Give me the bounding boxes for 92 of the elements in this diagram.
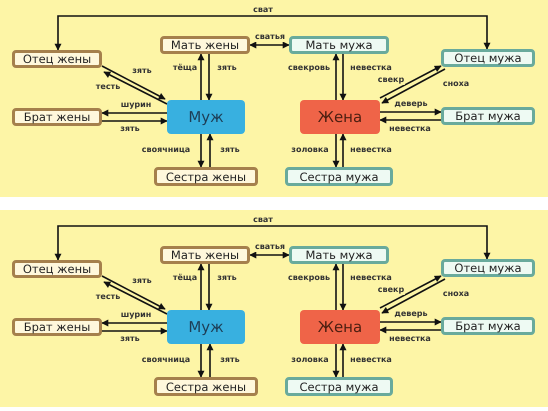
edge-label: невестка bbox=[349, 145, 393, 155]
relative-box: Мать мужа bbox=[289, 36, 389, 54]
arrow bbox=[379, 326, 441, 334]
relative-box: Брат жены bbox=[12, 108, 102, 126]
person-box: Жена bbox=[300, 310, 380, 344]
arrow bbox=[332, 263, 340, 310]
arrow bbox=[379, 116, 441, 124]
arrow bbox=[101, 320, 167, 326]
edge-label: зять bbox=[216, 273, 238, 283]
relative-box: Сестра мужа bbox=[285, 167, 393, 186]
edge-label: тесть bbox=[94, 82, 122, 92]
edge-label: зять bbox=[219, 355, 241, 365]
arrow bbox=[332, 53, 340, 100]
edge-label: своячница bbox=[140, 355, 192, 365]
arrow bbox=[340, 54, 346, 101]
arrow bbox=[206, 133, 214, 167]
arrow bbox=[206, 343, 214, 377]
arrow bbox=[380, 318, 442, 326]
arrow bbox=[340, 343, 346, 377]
edge-label: золовка bbox=[290, 145, 330, 155]
edge-label: зять bbox=[216, 63, 238, 73]
edge-label: сватья bbox=[254, 32, 286, 42]
edge-label: свекровь bbox=[287, 63, 331, 73]
edge-label: зять bbox=[131, 66, 153, 76]
edge-label: зять bbox=[119, 334, 141, 344]
relative-box: Брат мужа bbox=[441, 107, 535, 125]
relative-box: Отец жены bbox=[12, 260, 102, 278]
arrow bbox=[102, 118, 168, 124]
arrow bbox=[206, 54, 212, 101]
relative-box: Отец мужа bbox=[441, 259, 535, 277]
arrow bbox=[102, 65, 166, 100]
relative-box: Сестра жены bbox=[154, 377, 258, 396]
arrow bbox=[198, 263, 204, 310]
edge-label: тёща bbox=[172, 273, 198, 283]
relative-box: Мать жены bbox=[160, 36, 250, 54]
edge-label: невестка bbox=[349, 273, 393, 283]
arrow bbox=[381, 278, 446, 314]
edge-label: тесть bbox=[94, 292, 122, 302]
arrow bbox=[380, 275, 442, 309]
edge-label: шурин bbox=[120, 100, 152, 110]
relative-box: Брат мужа bbox=[441, 317, 535, 335]
arrow bbox=[102, 328, 168, 334]
arrow bbox=[198, 53, 204, 100]
edge-label: золовка bbox=[290, 355, 330, 365]
arrow bbox=[340, 133, 346, 167]
edge-label: деверь bbox=[393, 99, 429, 109]
edge-label: тёща bbox=[172, 63, 198, 73]
arrow bbox=[101, 110, 167, 116]
edge-label: невестка bbox=[349, 355, 393, 365]
arrow bbox=[54, 15, 490, 51]
relative-box: Отец мужа bbox=[441, 49, 535, 67]
edge-label: невестка bbox=[388, 124, 432, 134]
relative-box: Мать мужа bbox=[289, 246, 389, 264]
edge-label: шурин bbox=[120, 310, 152, 320]
relative-box: Отец жены bbox=[12, 50, 102, 68]
relative-box: Брат жены bbox=[12, 318, 102, 336]
arrow bbox=[249, 42, 290, 48]
edge-label: свекр bbox=[376, 75, 406, 85]
arrow bbox=[198, 344, 204, 378]
relative-box: Мать жены bbox=[160, 246, 250, 264]
edge-label: сноха bbox=[442, 79, 470, 89]
arrow bbox=[198, 134, 204, 168]
relative-box: Сестра жены bbox=[154, 167, 258, 186]
arrow bbox=[206, 264, 212, 311]
arrow bbox=[54, 225, 490, 261]
edge-label: невестка bbox=[349, 63, 393, 73]
person-box: Жена bbox=[300, 100, 380, 134]
arrow bbox=[103, 71, 168, 105]
edge-label: сноха bbox=[442, 289, 470, 299]
relative-box: Сестра мужа bbox=[285, 377, 393, 396]
arrow bbox=[332, 134, 340, 168]
edge-label: зять bbox=[131, 276, 153, 286]
edge-label: свекровь bbox=[287, 273, 331, 283]
arrow bbox=[102, 275, 166, 310]
edge-label: деверь bbox=[393, 309, 429, 319]
arrow bbox=[103, 281, 168, 315]
person-box: Муж bbox=[167, 100, 245, 134]
arrow bbox=[332, 344, 340, 378]
edge-label: невестка bbox=[388, 334, 432, 344]
edge-label: сват bbox=[252, 5, 274, 15]
edge-label: зять bbox=[219, 145, 241, 155]
arrow bbox=[249, 252, 290, 258]
arrow bbox=[380, 65, 442, 99]
edge-label: своячница bbox=[140, 145, 192, 155]
edge-label: зять bbox=[119, 124, 141, 134]
person-box: Муж bbox=[167, 310, 245, 344]
edge-label: свекр bbox=[376, 285, 406, 295]
arrow bbox=[380, 108, 442, 116]
edge-label: сватья bbox=[254, 242, 286, 252]
edge-label: сват bbox=[252, 215, 274, 225]
arrow bbox=[340, 264, 346, 311]
arrow bbox=[381, 68, 446, 104]
